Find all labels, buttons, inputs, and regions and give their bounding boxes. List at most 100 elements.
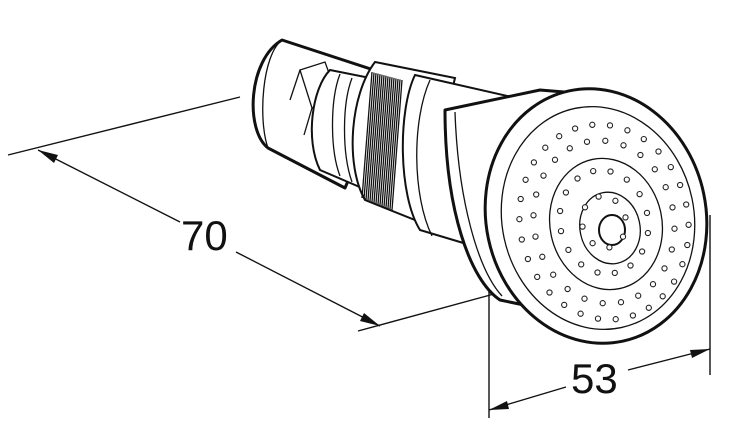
spray-hole bbox=[556, 133, 563, 140]
spray-hole bbox=[670, 278, 678, 285]
spray-hole bbox=[574, 175, 581, 182]
spray-hole bbox=[578, 261, 585, 268]
spray-hole bbox=[671, 225, 678, 232]
spray-hole bbox=[565, 246, 572, 254]
length-label: 70 bbox=[181, 212, 228, 259]
spray-hole bbox=[522, 176, 529, 183]
knurl-groove bbox=[369, 74, 381, 202]
arrow-head-left bbox=[489, 401, 509, 410]
knurl-groove bbox=[371, 74, 383, 203]
spray-hole bbox=[684, 241, 691, 249]
spray-hole bbox=[635, 292, 642, 299]
knurl-groove bbox=[387, 78, 399, 209]
knurl-groove bbox=[375, 75, 387, 204]
spray-hole bbox=[550, 271, 557, 278]
spray-hole bbox=[530, 159, 538, 166]
spray-hole bbox=[645, 304, 652, 311]
spray-hole bbox=[539, 253, 546, 260]
spray-hole bbox=[571, 125, 579, 132]
spray-hole bbox=[637, 151, 644, 159]
spray-hole bbox=[540, 172, 547, 179]
diameter-dimension: 53 bbox=[488, 215, 711, 418]
knurl-groove bbox=[381, 77, 393, 207]
spray-hole bbox=[619, 233, 627, 240]
spray-hole bbox=[676, 181, 684, 189]
knurl-groove bbox=[361, 71, 373, 199]
spray-hole bbox=[679, 261, 686, 268]
arrow-head-start bbox=[38, 150, 58, 163]
knurl-groove bbox=[367, 73, 379, 201]
spray-hole bbox=[624, 127, 631, 134]
spray-hole bbox=[579, 223, 586, 230]
knurl-groove bbox=[383, 77, 395, 207]
spray-hole bbox=[651, 166, 658, 173]
spray-hole bbox=[685, 221, 692, 228]
spray-hole bbox=[581, 295, 588, 302]
spray-hole bbox=[589, 121, 596, 128]
spray-hole bbox=[546, 289, 553, 296]
face-plate bbox=[483, 87, 709, 345]
spray-hole bbox=[556, 207, 564, 215]
spray-hole bbox=[583, 138, 591, 145]
spray-hole bbox=[551, 156, 559, 163]
spray-hole bbox=[644, 229, 652, 237]
spray-hole bbox=[530, 212, 537, 219]
knurl-groove bbox=[385, 78, 397, 208]
spray-hole bbox=[599, 300, 606, 307]
spray-hole bbox=[612, 316, 619, 323]
arrow-head-right bbox=[690, 349, 710, 358]
knurl-groove bbox=[379, 76, 391, 206]
spray-hole bbox=[594, 315, 602, 322]
spray-hole bbox=[611, 269, 618, 277]
spray-hole bbox=[622, 214, 629, 221]
spray-hole bbox=[589, 240, 596, 247]
spray-hole bbox=[517, 195, 524, 203]
spray-hole bbox=[661, 265, 668, 272]
spray-hole bbox=[669, 204, 676, 211]
center-nozzle bbox=[598, 214, 626, 246]
spray-hole bbox=[668, 246, 675, 253]
spray-hole bbox=[595, 193, 602, 200]
spray-hole bbox=[516, 216, 523, 223]
diameter-label: 53 bbox=[571, 355, 618, 402]
spray-hole bbox=[606, 244, 613, 251]
spray-hole bbox=[542, 144, 549, 151]
spray-hole bbox=[649, 281, 657, 288]
spray-hole bbox=[564, 285, 571, 293]
knurl-groove bbox=[363, 72, 375, 199]
spray-hole bbox=[612, 197, 619, 204]
knurl-groove bbox=[373, 75, 385, 203]
spray-hole bbox=[524, 255, 532, 263]
spray-hole bbox=[590, 167, 597, 175]
spray-hole bbox=[602, 137, 609, 144]
length-dimension: 70 bbox=[7, 96, 495, 332]
spray-hole bbox=[620, 142, 627, 149]
spray-hole bbox=[534, 273, 541, 281]
spray-hole bbox=[655, 148, 662, 155]
spray-holes bbox=[516, 121, 692, 323]
spray-hole bbox=[636, 190, 643, 198]
spray-hole bbox=[623, 176, 630, 183]
spray-hole bbox=[566, 145, 573, 152]
spray-hole bbox=[629, 312, 637, 319]
spray-hole bbox=[640, 135, 647, 143]
spray-hole bbox=[683, 201, 690, 208]
spray-hole bbox=[581, 204, 589, 211]
spray-hole bbox=[617, 299, 625, 306]
knurl-groove bbox=[391, 79, 403, 211]
arrow-head-end bbox=[360, 313, 380, 326]
knurl-groove bbox=[365, 73, 377, 200]
spray-hole bbox=[518, 236, 525, 243]
spray-hole bbox=[532, 233, 539, 240]
knurl-grooves bbox=[361, 71, 403, 211]
knurl-groove bbox=[389, 79, 401, 210]
spray-hole bbox=[607, 168, 614, 175]
spray-hole bbox=[643, 209, 651, 217]
extension-line-top bbox=[7, 96, 241, 156]
spray-hole bbox=[662, 184, 669, 191]
spray-hole bbox=[606, 122, 614, 129]
spray-hole bbox=[638, 248, 646, 255]
spray-hole bbox=[561, 301, 568, 309]
spray-hole bbox=[533, 191, 540, 198]
